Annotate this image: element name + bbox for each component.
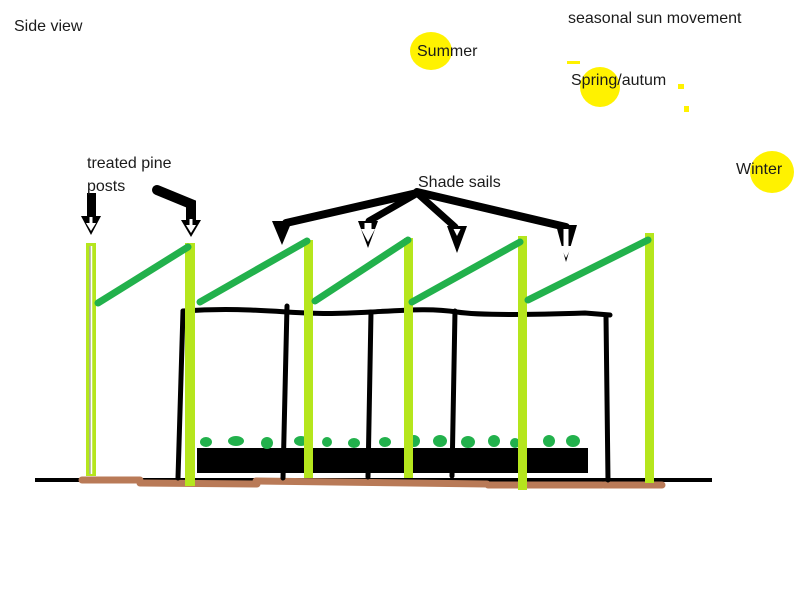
yellow-stray-mark [678, 84, 684, 89]
shade-sail-line [196, 237, 311, 306]
shade-sail-line [311, 236, 412, 305]
soil-strokes-group [78, 476, 666, 489]
pine-post-4 [404, 238, 413, 478]
frame-top-rail [180, 306, 613, 318]
winter-sun-icon [750, 151, 794, 193]
summer-sun-icon [410, 32, 452, 70]
plant-dot [261, 437, 273, 449]
plant-dot [379, 437, 391, 447]
shade-sails-label: Shade sails [418, 174, 501, 191]
pine-post-5 [518, 236, 527, 490]
arrow-to-sail-3 [413, 189, 467, 253]
yellow-stray-mark [684, 106, 689, 112]
down-arrow-icon [81, 193, 101, 235]
pine-post-6 [645, 233, 654, 483]
summer-label: Summer [417, 43, 478, 60]
bent-down-arrow-icon [152, 185, 201, 237]
garden-bed [197, 448, 588, 473]
pine-post-3 [304, 240, 313, 478]
plant-dot [488, 435, 500, 447]
arrow-to-sail-1 [272, 189, 421, 245]
arrow-to-sail-4 [413, 188, 577, 262]
pine-post-arrows [81, 185, 201, 237]
side-view-label: Side view [14, 18, 83, 35]
plant-dot [348, 438, 360, 448]
yellow-stray-mark [567, 61, 580, 64]
shade-sail-line [94, 243, 192, 307]
plant-dot [322, 437, 332, 447]
pine-post-2 [185, 243, 195, 486]
plant-dot [566, 435, 580, 447]
shade-sail-arrows [272, 188, 577, 262]
shade-sail-line [408, 238, 524, 306]
plant-dot [510, 438, 520, 448]
soil-stroke [136, 479, 261, 488]
plant-dot [433, 435, 447, 447]
frame-post-line [175, 308, 186, 481]
treated-pine-posts-label: treated pine posts [87, 155, 172, 195]
arrow-to-sail-2 [358, 190, 420, 248]
plant-dot [461, 436, 475, 448]
shade-sail-line [524, 236, 652, 304]
plant-dot [228, 436, 244, 446]
soil-stroke [252, 477, 491, 488]
plant-dot [200, 437, 212, 447]
suns-group [410, 32, 794, 193]
winter-label: Winter [736, 161, 783, 178]
spring-autumn-sun-icon [580, 67, 620, 107]
shade-sails-group [94, 236, 652, 307]
plant-dot [543, 435, 555, 447]
frame-post-line [603, 313, 611, 483]
seasonal-sun-movement-label: seasonal sun movement [568, 10, 742, 27]
spring-autumn-label: Spring/autum [571, 72, 667, 89]
